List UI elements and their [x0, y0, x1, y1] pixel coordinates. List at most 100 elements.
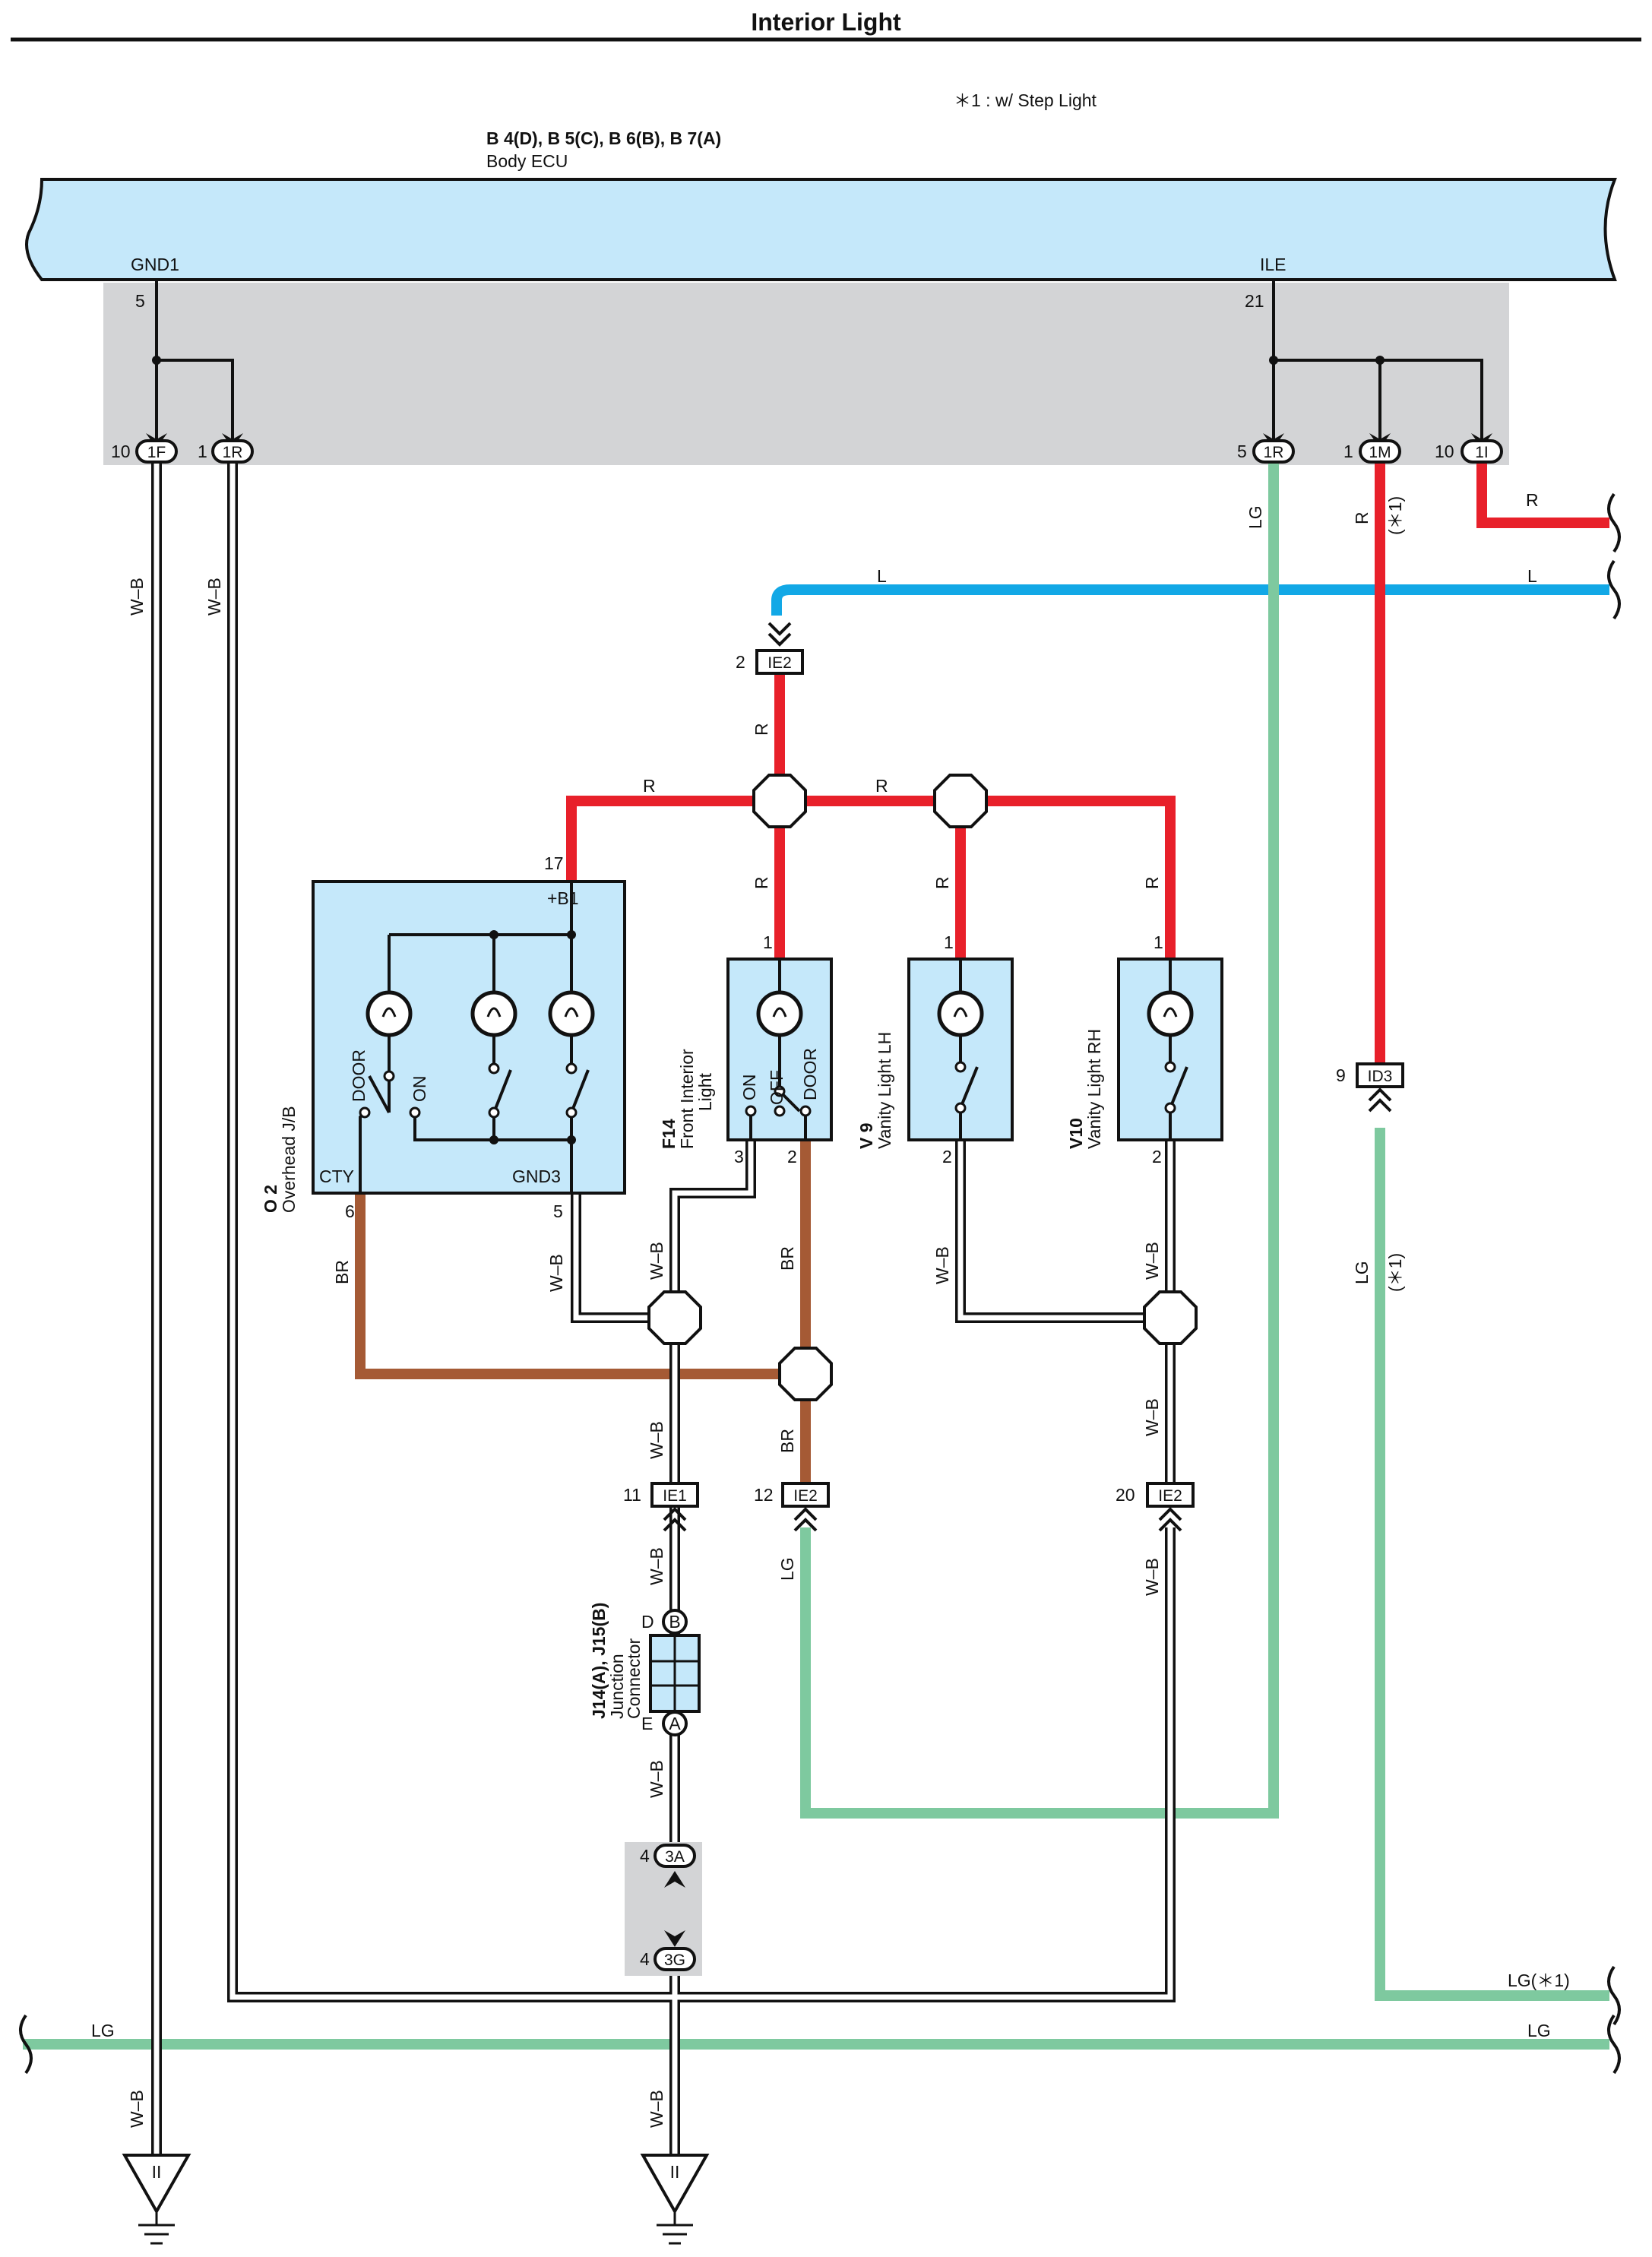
- label-lg-bus-left: LG: [91, 2021, 115, 2040]
- label-br-ie2: BR: [777, 1429, 797, 1453]
- f14-pin3: 3: [734, 1147, 744, 1166]
- label-wb-gnd3: W–B: [546, 1254, 566, 1292]
- conn-3a-shape: [654, 1844, 696, 1868]
- conn-3g-pin: 4: [640, 1949, 650, 1969]
- label-wb-j14-top: W–B: [647, 1547, 666, 1585]
- label-l-right: L: [1527, 566, 1537, 586]
- v9-internal: [959, 959, 979, 1140]
- o2-gnd3: GND3: [512, 1166, 561, 1186]
- v10-pin2: 2: [1152, 1147, 1162, 1166]
- splice-points: [647, 774, 1198, 1401]
- ecu-internal-wires: [155, 281, 1483, 442]
- ecu-junction-dots: [152, 356, 1385, 365]
- ground-symbol-left: [122, 2154, 191, 2245]
- f14-contacts: [745, 1085, 812, 1117]
- junction-pin-e: E: [641, 1714, 653, 1733]
- junction-name2: Connector: [624, 1638, 644, 1719]
- ecu-name: Body ECU: [486, 151, 568, 171]
- wire-lg-id3: [1375, 1128, 1609, 2001]
- wire-r-bus: [566, 673, 1176, 959]
- junction-name1: Junction: [607, 1654, 627, 1719]
- label-lg-star-right: LG(＊1): [1508, 1971, 1570, 1990]
- conn-1i-pin: 10: [1435, 442, 1454, 461]
- v10-filament: [1163, 1007, 1178, 1018]
- junction-pin-d: D: [641, 1612, 654, 1632]
- label-r-1m: R: [1352, 511, 1372, 524]
- junction-pin-b: B: [669, 1612, 680, 1632]
- wire-break-marks: [19, 492, 1621, 2075]
- label-wb-v9: W–B: [932, 1246, 952, 1284]
- label-wb-f14: W–B: [647, 1242, 666, 1280]
- ecu-shade: [103, 283, 1509, 465]
- conn-ie2-top-pin: 2: [736, 652, 745, 672]
- conn-3a-3g-arrows: [664, 1871, 685, 1947]
- page-title: Interior Light: [751, 8, 901, 36]
- label-wb-ground-center: W–B: [647, 2090, 666, 2128]
- o2-bulbs: [366, 990, 595, 1037]
- conn-1r-left-pin: 1: [198, 442, 207, 461]
- v10-bulb: [1147, 990, 1194, 1037]
- v9-pin2: 2: [942, 1147, 952, 1166]
- conn-3g: 3G: [664, 1952, 685, 1969]
- conn-ie1-pin: 11: [623, 1485, 641, 1505]
- conn-3a-pin: 4: [640, 1846, 650, 1866]
- label-br-cty: BR: [332, 1260, 352, 1284]
- conn-ie2-mid-pin: 12: [754, 1485, 774, 1505]
- o2-door: DOOR: [349, 1049, 369, 1102]
- conn-ie2-mid: IE2: [793, 1487, 818, 1505]
- junction-connector: [649, 1609, 701, 1736]
- label-wb-j14-bottom: W–B: [647, 1760, 666, 1798]
- inline-connectors: [650, 649, 1404, 1508]
- ecu-pin-num-gnd1: 5: [135, 291, 145, 311]
- conn-1r-right-pin: 5: [1237, 442, 1247, 461]
- ground-symbol-center: [640, 2154, 710, 2245]
- f14-on: ON: [739, 1075, 759, 1101]
- junction-id: J14(A), J15(B): [589, 1603, 609, 1719]
- label-star-1m: (＊1): [1385, 496, 1405, 535]
- label-r-1i: R: [1526, 490, 1539, 510]
- ecu-pin-ile: ILE: [1260, 255, 1286, 274]
- o2-cty: CTY: [319, 1166, 354, 1186]
- conn-ie2-top: IE2: [767, 654, 792, 672]
- conn-id3: ID3: [1368, 1068, 1393, 1085]
- conn-ie1: IE1: [663, 1487, 687, 1505]
- v9-filament: [953, 1007, 968, 1018]
- f14-pin1: 1: [763, 932, 773, 952]
- conn-1i: 1I: [1475, 444, 1489, 461]
- o2-gnd3-num: 5: [553, 1201, 563, 1221]
- label-r-ie2: R: [752, 723, 771, 736]
- v10-name: Vanity Light RH: [1084, 1029, 1104, 1149]
- label-star-id3: (＊1): [1385, 1253, 1405, 1292]
- label-r-bus-mid: R: [875, 776, 888, 796]
- f14-filament: [772, 1007, 787, 1018]
- f14-id: F14: [659, 1119, 679, 1149]
- f14-name1: Front Interior: [677, 1049, 697, 1149]
- label-r-bus-left: R: [643, 776, 656, 796]
- o2-on: ON: [410, 1076, 429, 1103]
- o2-internal: [359, 882, 590, 1193]
- v9-bulb: [937, 990, 984, 1037]
- f14-off: OFF: [767, 1070, 786, 1105]
- o2-pin-b1: +B1: [547, 888, 579, 908]
- conn-id3-pin: 9: [1336, 1065, 1346, 1085]
- o2-contacts: [359, 1062, 578, 1119]
- label-wb-ie1: W–B: [647, 1421, 666, 1459]
- ecu-pin-gnd1: GND1: [131, 255, 179, 274]
- wire-br: [355, 1140, 811, 1483]
- conn-1r-right: 1R: [1264, 444, 1284, 461]
- wire-r-1i: [1476, 456, 1609, 528]
- f14-bulb: [756, 990, 803, 1037]
- label-r-v10: R: [1142, 876, 1162, 889]
- connector-chevrons: [663, 622, 1392, 1532]
- label-wb-1f: W–B: [127, 578, 147, 616]
- label-wb-ie2-right: W–B: [1142, 1558, 1162, 1596]
- wire-l-blue: [771, 584, 1609, 616]
- conn-ie2-right-pin: 20: [1116, 1485, 1135, 1505]
- conn-3g-shape: [654, 1947, 696, 1971]
- v9-contacts: [954, 1061, 967, 1114]
- f14-name2: Light: [695, 1073, 715, 1111]
- label-lg-bus-right: LG: [1527, 2021, 1551, 2040]
- wire-lg-1r: [800, 456, 1279, 1819]
